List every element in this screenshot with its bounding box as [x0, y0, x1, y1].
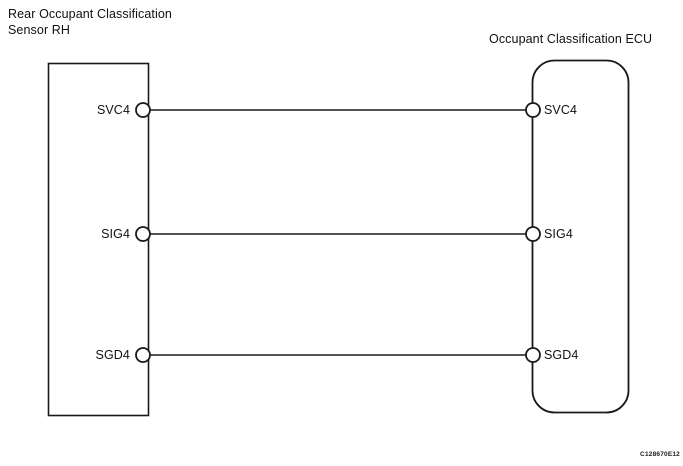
right-component-title: Occupant Classification ECU: [489, 31, 652, 47]
figure-code: C128670E12: [640, 451, 680, 458]
pin-label-right-sgd4: SGD4: [544, 348, 579, 362]
terminal-right-sgd4: [525, 347, 541, 363]
pin-label-left-sgd4: SGD4: [95, 348, 130, 362]
terminal-left-sgd4: [135, 347, 151, 363]
terminal-right-sig4: [525, 226, 541, 242]
pin-label-left-sig4: SIG4: [101, 227, 130, 241]
left-component-title-line2: Sensor RH: [8, 23, 71, 37]
terminal-left-sig4: [135, 226, 151, 242]
terminal-left-svc4: [135, 102, 151, 118]
pin-label-left-svc4: SVC4: [96, 103, 130, 117]
pin-label-right-svc4: SVC4: [544, 103, 578, 117]
pin-label-right-sig4: SIG4: [544, 227, 573, 241]
right-component-title-line1: Occupant Classification ECU: [489, 32, 653, 46]
left-component-title-line1: Rear Occupant Classification: [8, 7, 172, 21]
terminal-right-svc4: [525, 102, 541, 118]
